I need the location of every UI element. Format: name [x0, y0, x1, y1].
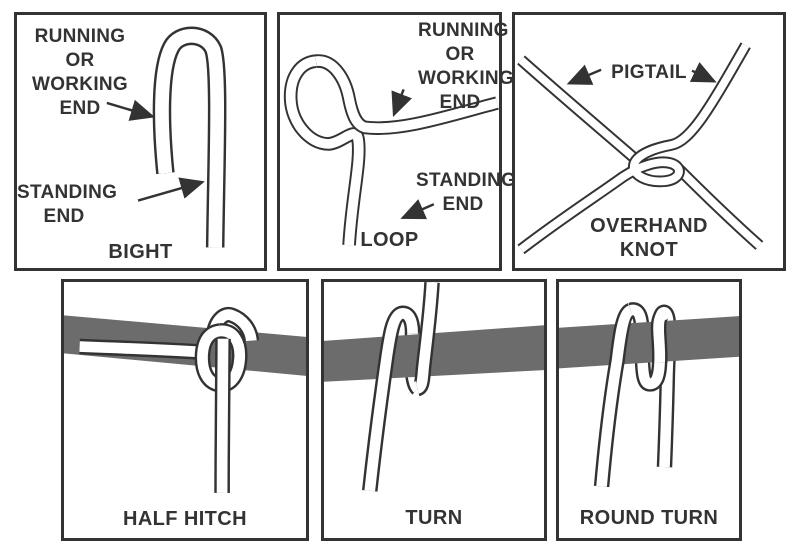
round-turn-rope-back	[628, 302, 677, 468]
round-turn-rope-front	[593, 303, 669, 488]
overhand-knot-rope	[517, 42, 764, 255]
panel-caption: ROUND TURN	[579, 507, 719, 529]
panel-caption: HALF HITCH	[123, 508, 247, 530]
pigtail-arrow-left	[566, 64, 602, 85]
loop-rope	[283, 54, 499, 246]
turn-rope-front	[362, 282, 440, 492]
panel-bight: RUNNING OR WORKING END STANDING END BIGH…	[14, 12, 267, 271]
panel-caption: TURN	[405, 507, 463, 529]
standing-end-arrow	[137, 177, 205, 202]
panel-loop: RUNNING OR WORKING END STANDING END LOOP	[277, 12, 516, 271]
standing-end-label: STANDING END	[416, 170, 517, 215]
running-end-arrow	[391, 88, 412, 118]
round-turn-illustration	[559, 302, 739, 488]
bight-illustration	[106, 26, 227, 248]
bight-rope	[152, 26, 227, 248]
panel-round-turn: ROUND TURN	[556, 279, 742, 541]
pigtail-arrow-right	[689, 62, 717, 83]
turn-illustration	[324, 282, 544, 492]
pigtail-label: PIGTAIL	[611, 62, 687, 83]
running-end-label: RUNNING OR WORKING END	[31, 26, 129, 119]
panel-turn: TURN	[321, 279, 547, 541]
half-hitch-rope	[79, 306, 260, 493]
standing-end-label: STANDING END	[17, 182, 118, 227]
standing-end-arrow	[400, 199, 435, 220]
panel-caption: OVERHAND KNOT	[590, 215, 708, 261]
running-end-arrow	[106, 99, 156, 121]
half-hitch-illustration	[64, 306, 306, 493]
loop-illustration	[283, 54, 499, 246]
panel-caption: LOOP	[360, 229, 419, 251]
panel-caption: BIGHT	[108, 241, 173, 263]
panel-overhand-knot: PIGTAIL OVERHAND KNOT	[512, 12, 786, 271]
rail-bar	[559, 316, 739, 369]
running-end-label: RUNNING OR WORKING END	[418, 20, 515, 113]
overhand-knot-illustration	[517, 42, 764, 255]
panel-half-hitch: HALF HITCH	[61, 279, 309, 541]
